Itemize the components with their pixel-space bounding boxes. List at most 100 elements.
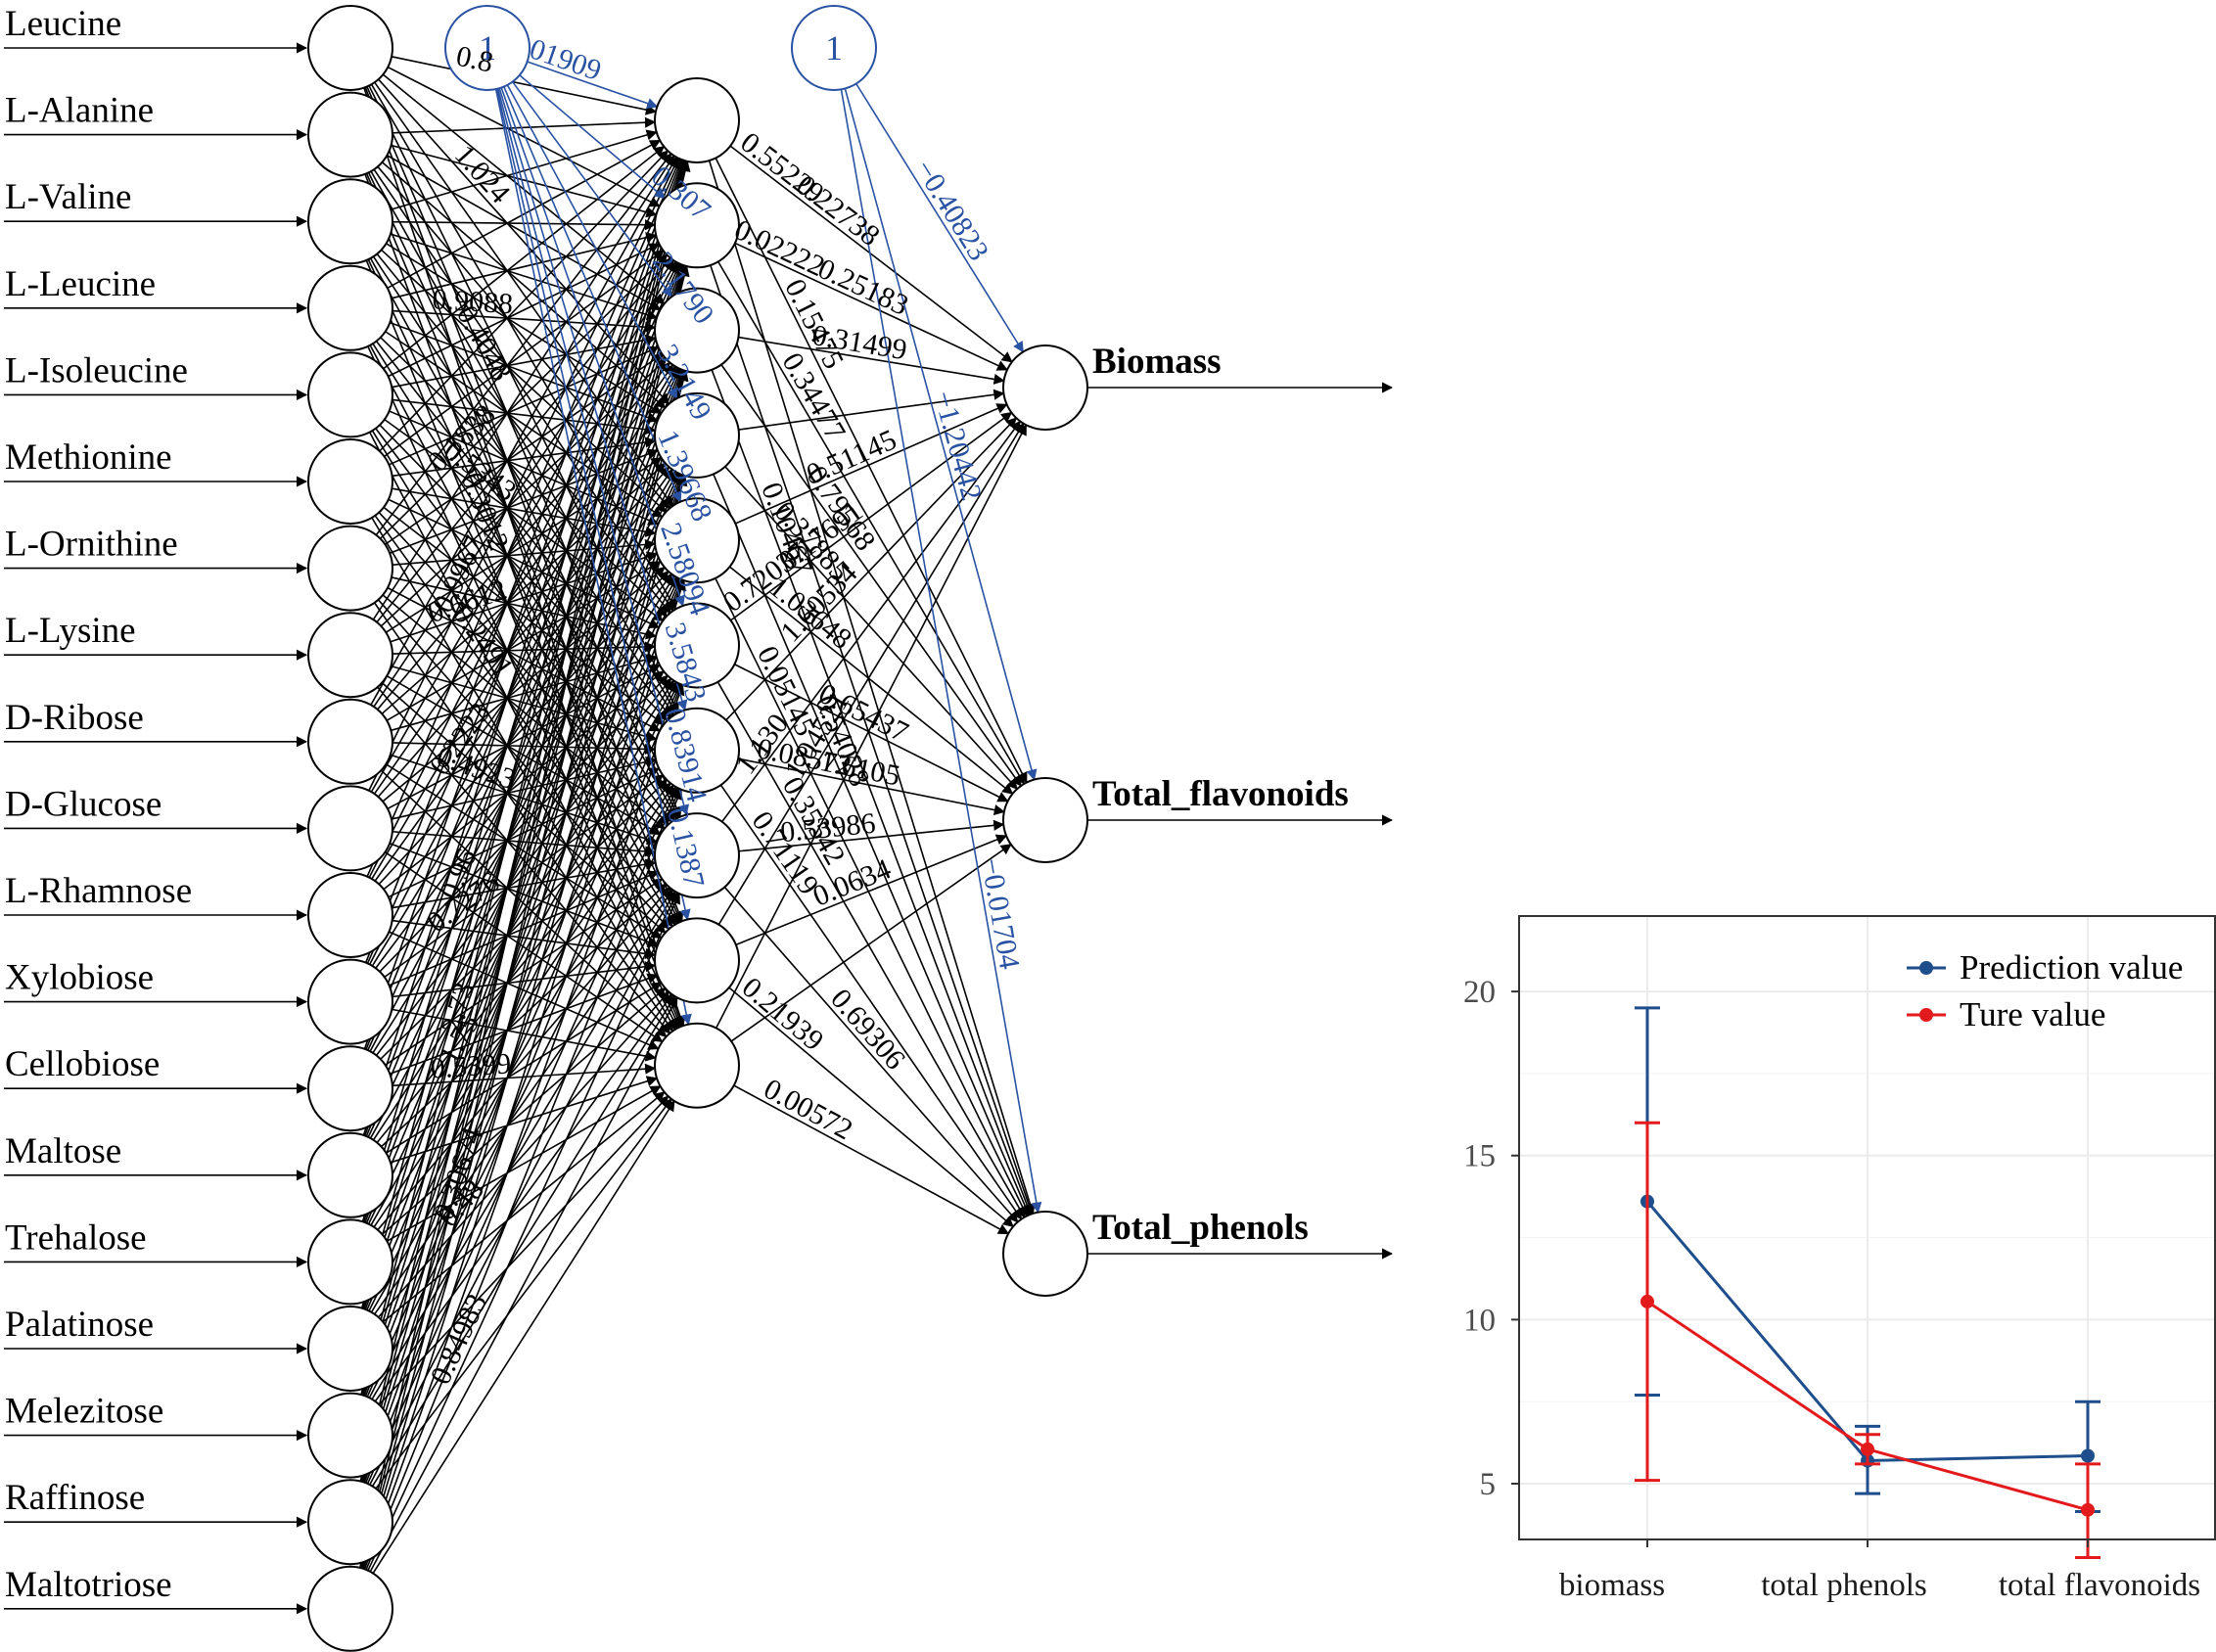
edge-input4-hidden10 [367, 345, 681, 1029]
edge-input6-hidden10 [371, 517, 676, 1031]
input-node-18 [307, 1479, 393, 1566]
edge-input9-hidden3 [377, 361, 671, 711]
edge-input17-hidden7 [368, 787, 679, 1399]
input-label: Palatinose [5, 1305, 154, 1345]
edge-input9-hidden8 [390, 754, 659, 845]
input-arrows [4, 42, 308, 1615]
edge-input8-hidden3 [380, 358, 668, 627]
edge-input14-hidden1 [362, 159, 686, 1136]
edge-hidden7-output2 [738, 757, 1005, 816]
edge-input4-hidden2 [391, 232, 658, 299]
edge-input18-hidden5 [363, 578, 685, 1483]
input-node-1 [307, 5, 393, 91]
edge-hidden5-output3 [715, 577, 1028, 1217]
edge-input4-hidden8 [372, 343, 675, 821]
edge-input16-hidden4 [364, 474, 684, 1310]
edge-input19-hidden6 [363, 683, 685, 1570]
edge-input9-hidden10 [380, 769, 668, 1038]
edge-hidden2-output2 [717, 260, 1025, 785]
edge-input3-hidden5 [381, 249, 668, 513]
edge-input17-hidden4 [363, 474, 685, 1397]
edge-input8-hidden8 [386, 675, 662, 836]
edge-input18-hidden8 [369, 892, 678, 1486]
input-node-9 [307, 698, 393, 785]
input-label: Melezitose [5, 1392, 163, 1432]
data-point [1640, 1294, 1654, 1308]
edge-input17-hidden8 [371, 891, 676, 1400]
input-node-5 [307, 351, 393, 438]
bias-nodes: 1 1 [444, 5, 877, 91]
edge-bias-hidden6 [500, 87, 685, 607]
edge-input14-hidden10 [390, 1076, 659, 1164]
input-node-17 [307, 1392, 393, 1479]
edge-hidden5-output1 [735, 403, 1008, 525]
edge-input10-hidden2 [370, 260, 677, 793]
input-label: L-Rhamnose [5, 871, 192, 911]
edge-input19-hidden10 [372, 1100, 675, 1574]
edge-input18-hidden10 [375, 1098, 672, 1490]
edge-input4-hidden9 [369, 344, 678, 925]
edge-input4-hidden3 [392, 309, 657, 333]
edge-hidden3-output1 [738, 336, 1005, 385]
edge-input15-hidden6 [370, 681, 677, 1226]
input-node-19 [307, 1565, 393, 1652]
edge-input3-hidden4 [386, 243, 663, 414]
input-hidden-weight-label: 0.9088 [432, 283, 514, 320]
edge-input5-hidden9 [371, 430, 676, 926]
edge-input11-hidden2 [368, 261, 679, 878]
edge-input6-hidden3 [389, 345, 660, 466]
edge-input9-hidden2 [373, 259, 674, 708]
hidden-node-10 [654, 1022, 740, 1109]
neural-network-diagram: 1 1 LeucineL-AlanineL-ValineL-LeucineL-I… [4, 4, 1394, 1652]
input-label: Xylobiose [5, 958, 154, 998]
edge-input17-hidden5 [364, 578, 684, 1397]
input-node-10 [307, 785, 393, 872]
edge-hidden8-output1 [721, 420, 1021, 823]
edge-input7-hidden8 [382, 594, 666, 830]
hidden-node-3 [654, 287, 740, 374]
edge-input7-hidden9 [377, 599, 670, 931]
edge-input11-hidden1 [366, 158, 681, 877]
hidden-node-2 [654, 182, 740, 269]
input-label: D-Ribose [5, 698, 144, 738]
edge-input5-hidden10 [369, 432, 678, 1030]
input-label: Methionine [5, 437, 172, 478]
edge-input8-hidden10 [377, 686, 670, 1034]
edge-input1-hidden7 [368, 85, 679, 714]
edge-input7-hidden1 [375, 153, 672, 536]
edge-bias-hidden4 [506, 84, 678, 400]
edge-input18-hidden6 [365, 683, 683, 1484]
edge-input15-hidden2 [362, 264, 686, 1222]
input-hidden-weight-label: 0.84983 [424, 1289, 493, 1389]
bias-node-input-layer [444, 5, 531, 91]
edge-input8-hidden7 [391, 665, 658, 743]
edge-hidden10-output2 [730, 844, 1012, 1042]
bias-output-weight-label: −1.20442 [927, 388, 988, 504]
x-tick-label: total flavonoids [1999, 1568, 2200, 1603]
edge-input19-hidden8 [367, 893, 680, 1572]
edge-input5-hidden7 [379, 424, 669, 721]
edge-input19-hidden9 [369, 996, 678, 1573]
edge-input7-hidden7 [387, 586, 661, 732]
y-tick-label: 10 [1463, 1303, 1496, 1338]
edge-input9-hidden1 [370, 156, 677, 706]
input-label: L-Valine [5, 177, 131, 217]
hidden-node-7 [654, 707, 740, 794]
edge-bias-hidden1 [527, 61, 659, 109]
input-node-3 [307, 178, 393, 265]
edge-input13-hidden1 [363, 159, 685, 1049]
output-node-3 [1002, 1211, 1088, 1297]
hidden-output-weight-label: 0.22738 [790, 168, 885, 252]
edge-hidden9-output2 [735, 834, 1008, 946]
edge-hidden1-output2 [715, 158, 1028, 784]
input-label: D-Glucose [5, 784, 162, 824]
edge-bias-output1 [855, 83, 1024, 353]
edge-bias-hidden8 [497, 88, 690, 816]
hidden-node-5 [654, 497, 740, 584]
edge-bias-hidden9 [495, 88, 691, 921]
hidden-node-4 [654, 391, 740, 479]
edge-input18-hidden9 [371, 995, 676, 1488]
